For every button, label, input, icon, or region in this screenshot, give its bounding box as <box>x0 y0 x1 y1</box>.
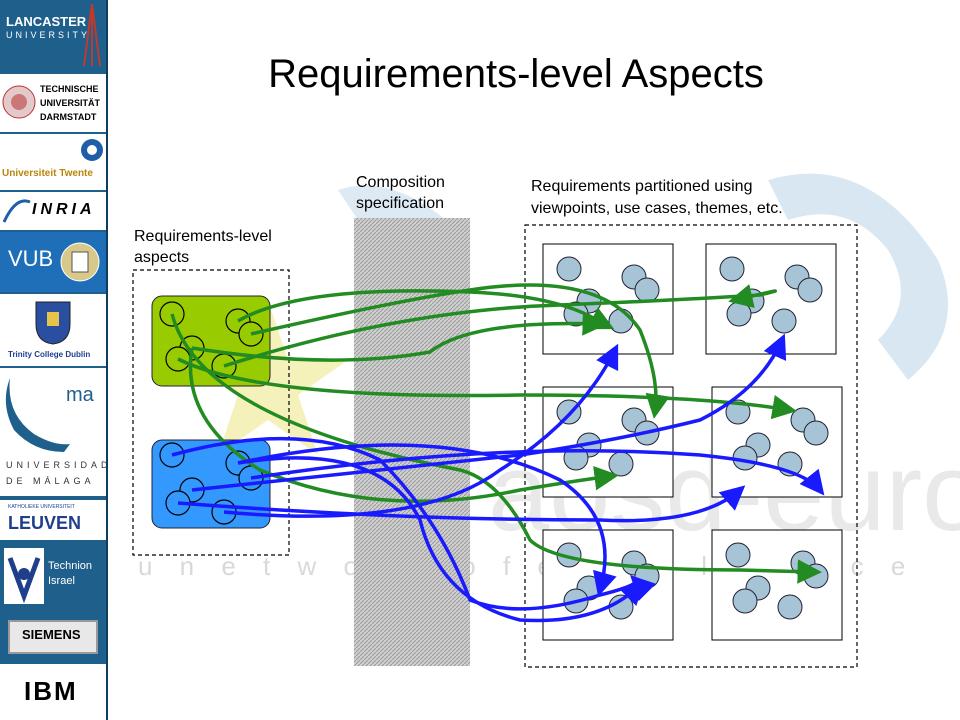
vub-logo: VUB <box>0 232 106 292</box>
lancaster-name: LANCASTER <box>6 14 87 29</box>
inria-name: INRIA <box>32 201 96 218</box>
vub-seal-icon <box>60 242 100 282</box>
technion-emblem-icon <box>4 548 44 604</box>
twente-emblem-icon <box>81 139 103 161</box>
partition-box-6 <box>711 529 843 641</box>
partitions-dashed-group <box>524 224 858 668</box>
partitioned-label-line2: viewpoints, use cases, themes, etc. <box>531 200 783 217</box>
tu-darmstadt-logo: TECHNISCHE UNIVERSITÄT DARMSTADT <box>0 74 106 132</box>
lancaster-logo: LANCASTER UNIVERSITY <box>0 0 106 72</box>
partition-box-2 <box>705 243 837 355</box>
green-arrows <box>170 283 822 584</box>
trinity-crest-icon <box>35 301 71 345</box>
inria-logo: INRIA <box>0 192 106 230</box>
malaga-univ: UNIVERSIDAD <box>6 460 106 470</box>
trinity-logo: Trinity College Dublin <box>0 294 106 366</box>
ibm-logo: IBM <box>0 664 106 720</box>
twente-name: Universiteit Twente <box>2 168 93 179</box>
aspects-label-line2: aspects <box>134 249 190 266</box>
aspects-dashed-group <box>132 269 290 556</box>
siemens-logo: SIEMENS <box>0 614 106 658</box>
leuven-logo: KATHOLIEKE UNIVERSITEIT LEUVEN <box>0 500 106 540</box>
malaga-emblem-icon <box>5 378 70 452</box>
technion-sub: Israel <box>48 575 75 587</box>
composition-label-line1: Composition <box>356 174 445 191</box>
darmstadt-line3: DARMSTADT <box>40 112 97 122</box>
malaga-city: DE MÁLAGA <box>6 476 95 486</box>
slide-title: Requirements-level Aspects <box>268 52 764 96</box>
twente-logo: Universiteit Twente <box>0 134 106 190</box>
inria-swoosh-icon <box>2 199 31 223</box>
ibm-name: IBM <box>24 676 78 706</box>
darmstadt-seal-icon <box>2 85 36 119</box>
composition-specification-column <box>354 218 470 666</box>
partner-logo-sidebar: LANCASTER UNIVERSITY TECHNISCHE UNIVERSI… <box>0 0 108 720</box>
blue-arrows <box>171 333 825 623</box>
partition-box-1 <box>542 243 674 355</box>
malaga-ma: ma <box>66 384 94 406</box>
lancaster-crest-icon <box>83 3 101 67</box>
leuven-upper: KATHOLIEKE UNIVERSITEIT <box>8 504 75 510</box>
partition-box-5 <box>542 529 674 641</box>
partitioned-label-line1: Requirements partitioned using <box>531 178 753 195</box>
malaga-logo: ma UNIVERSIDAD DE MÁLAGA <box>0 368 106 496</box>
technion-logo: Technion Israel <box>0 544 106 608</box>
siemens-name: SIEMENS <box>22 627 81 642</box>
technion-name: Technion <box>48 560 93 572</box>
darmstadt-line1: TECHNISCHE <box>40 84 99 94</box>
vub-name: VUB <box>8 246 54 271</box>
lancaster-sub: UNIVERSITY <box>6 30 91 40</box>
darmstadt-line2: UNIVERSITÄT <box>40 98 101 108</box>
leuven-name: LEUVEN <box>8 513 82 533</box>
trinity-name: Trinity College Dublin <box>8 350 91 359</box>
composition-label-line2: specification <box>356 195 445 212</box>
aspects-label-line1: Requirements-level <box>134 228 272 245</box>
